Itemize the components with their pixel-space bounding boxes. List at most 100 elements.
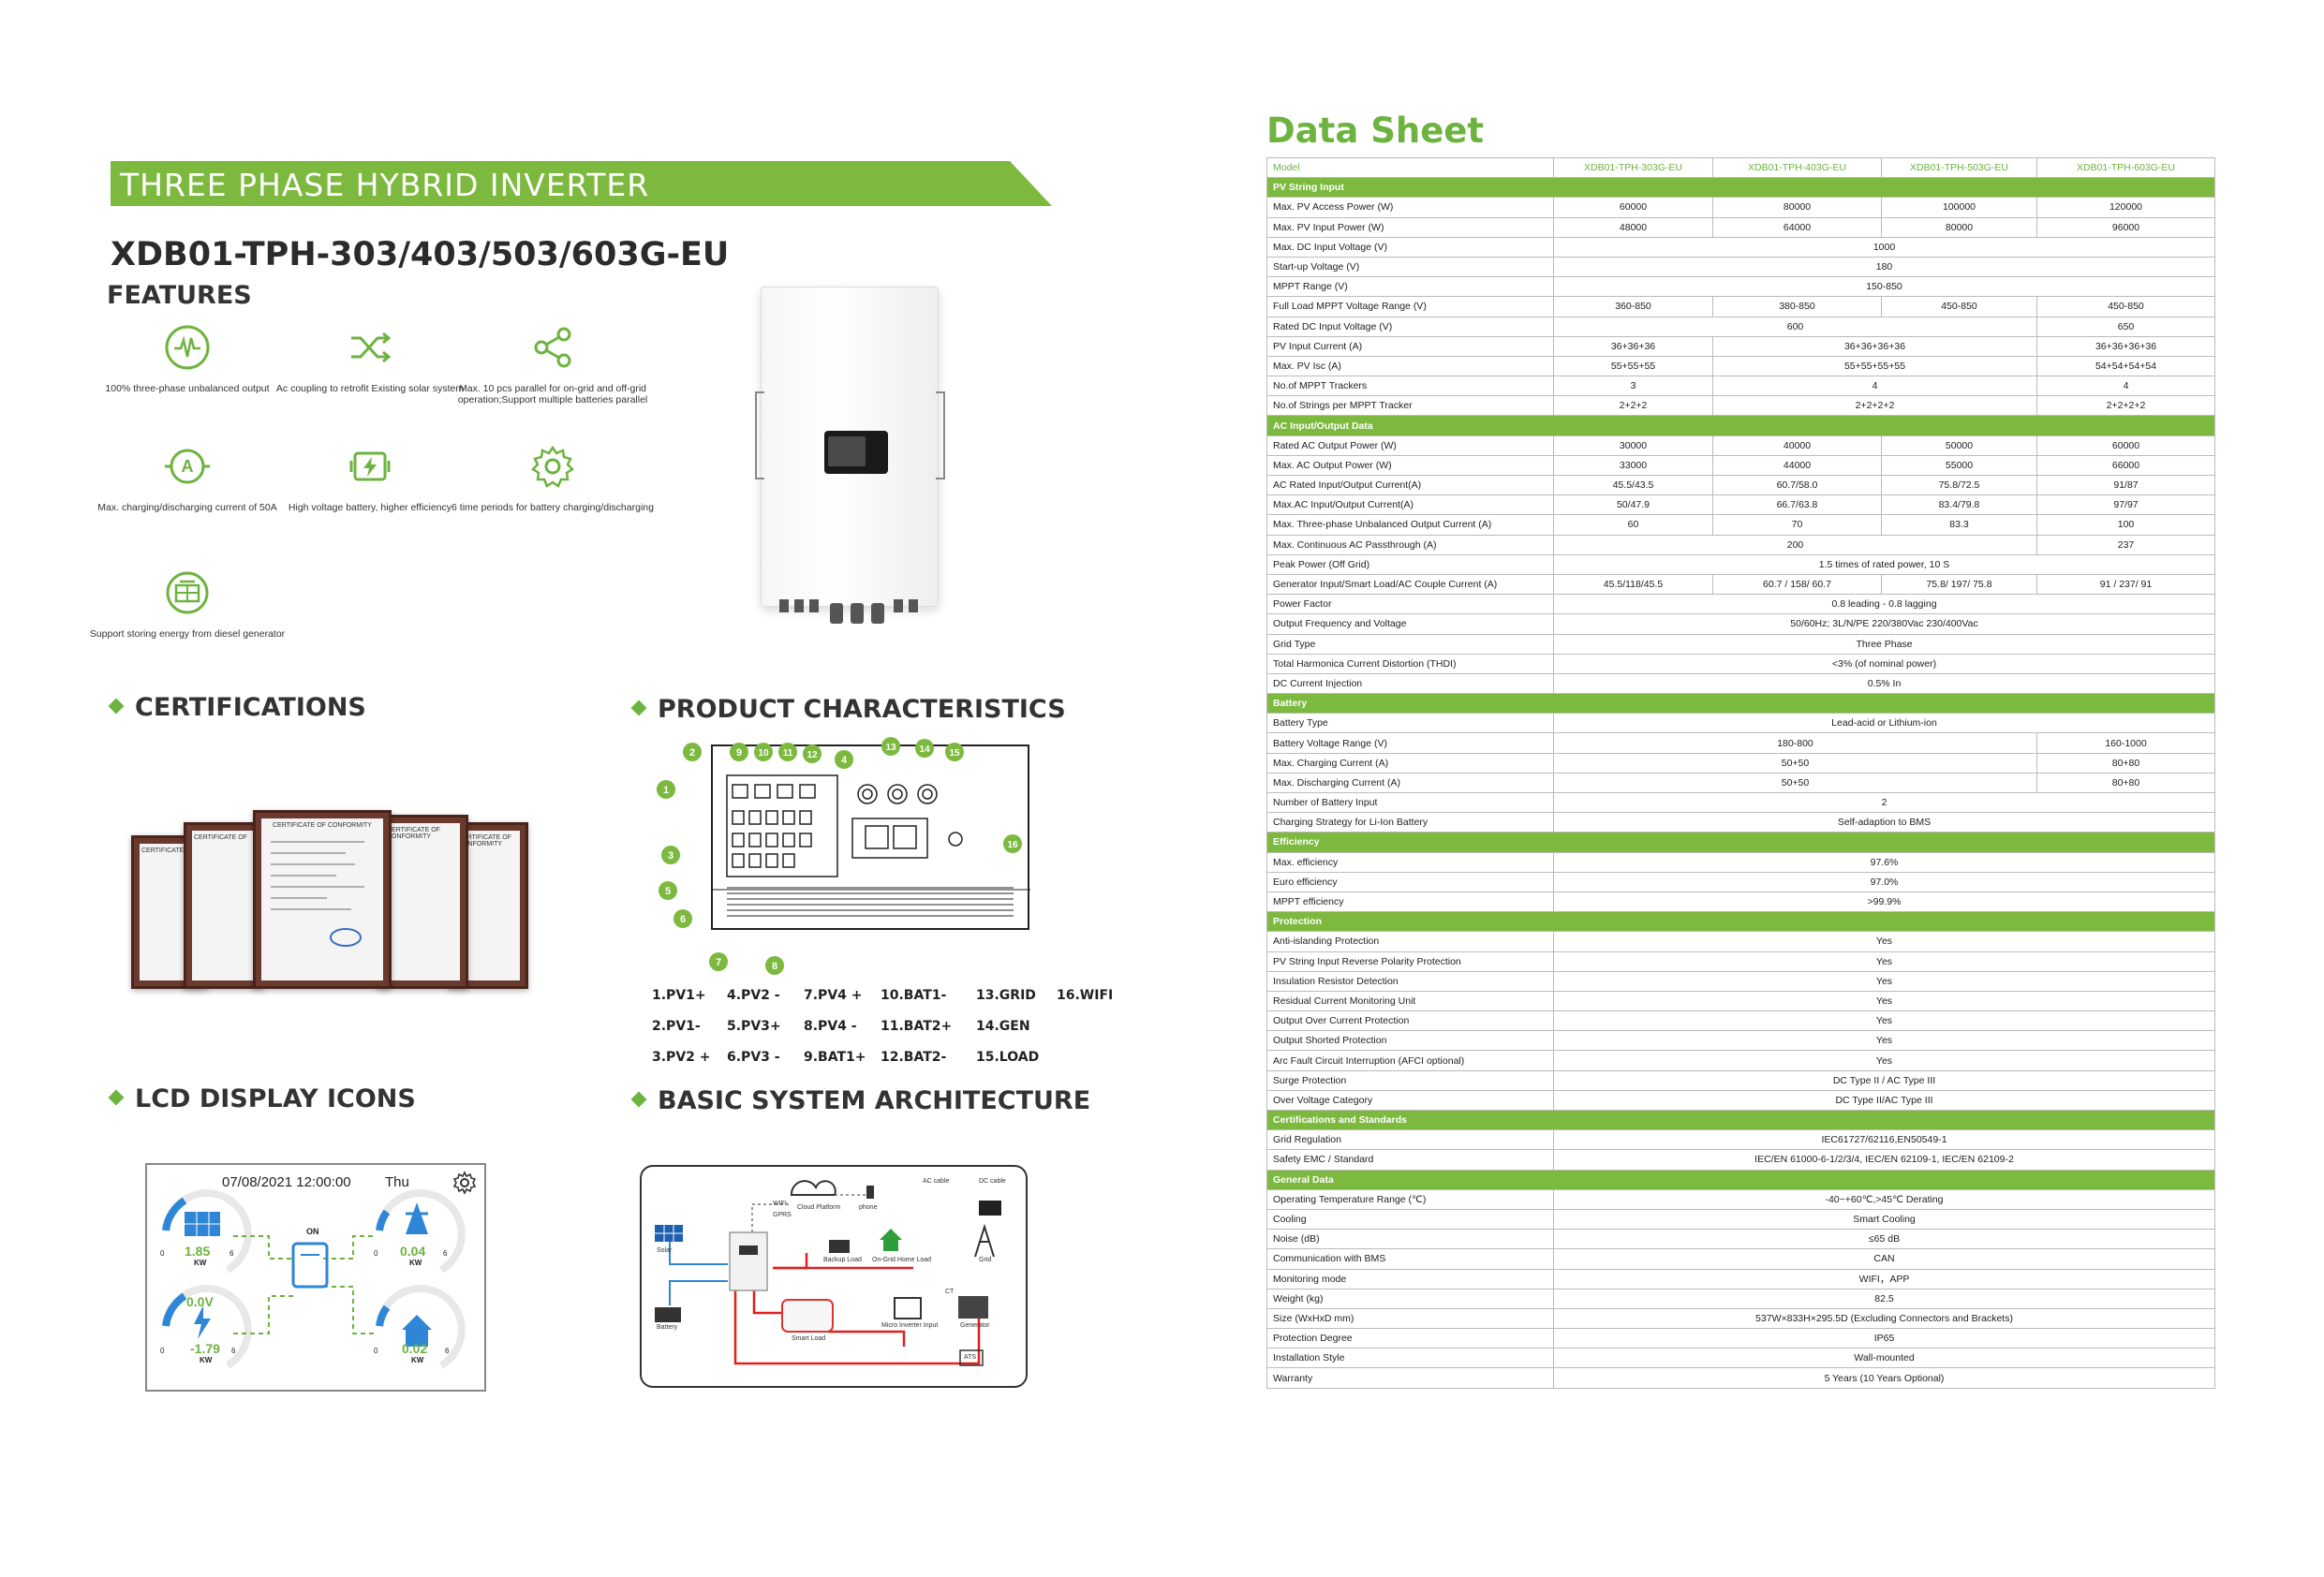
spec-value: Yes — [1553, 1050, 2215, 1071]
features-title: FEATURES — [107, 281, 252, 310]
port-label: 16.WIFI — [1057, 988, 1114, 1003]
feature-item: Support storing energy from diesel gener… — [84, 568, 290, 640]
spec-value: 30000 — [1553, 435, 1713, 456]
svg-text:A: A — [182, 457, 194, 476]
callout-badge: 6 — [673, 908, 693, 934]
spec-label: Max. PV Isc (A) — [1266, 355, 1554, 377]
inverter-connectors — [774, 599, 924, 627]
callout-badge: 7 — [708, 951, 729, 977]
spec-value: 180 — [1553, 256, 2215, 278]
spec-value: 55000 — [1881, 454, 2037, 477]
spec-value: Lead-acid or Lithium-ion — [1553, 713, 2215, 734]
spec-value: WIFI，APP — [1553, 1268, 2215, 1290]
datasheet-row: Max. Three-phase Unbalanced Output Curre… — [1266, 514, 2215, 536]
lcd-datetime: 07/08/2021 12:00:00 — [222, 1174, 351, 1190]
datasheet-row: Battery — [1266, 693, 2215, 715]
spec-label: Max. PV Access Power (W) — [1266, 197, 1554, 218]
port-label: 5.PV3+ — [727, 1019, 781, 1034]
datasheet-row: MPPT efficiency>99.9% — [1266, 891, 2215, 913]
spec-value: >99.9% — [1553, 891, 2215, 913]
phone-label: phone — [859, 1204, 878, 1211]
spec-label: Charging Strategy for Li-Ion Battery — [1266, 812, 1554, 833]
feature-label: Max. charging/discharging current of 50A — [97, 502, 277, 513]
pv-scale-min: 0 — [160, 1249, 165, 1258]
spec-value: 5 Years (10 Years Optional) — [1553, 1367, 2215, 1389]
spec-label: Max. Discharging Current (A) — [1266, 772, 1554, 794]
spec-label: Model — [1266, 156, 1554, 179]
datasheet-row: Generator Input/Smart Load/AC Couple Cur… — [1266, 573, 2215, 596]
spec-label: Max.AC Input/Output Current(A) — [1266, 494, 1554, 516]
spec-label: No.of MPPT Trackers — [1266, 376, 1554, 397]
spec-value: 80000 — [1712, 197, 1882, 218]
spec-label: Max. DC Input Voltage (V) — [1266, 236, 1554, 258]
certificate-heading: CERTIFICATE OF — [194, 834, 247, 841]
spec-value: 160-1000 — [2036, 732, 2215, 754]
gprs-label: GPRS — [773, 1212, 792, 1218]
spec-label: DC Current Injection — [1266, 672, 1554, 695]
feature-item: A Max. charging/discharging current of 5… — [84, 442, 290, 513]
spec-value: XDB01-TPH-603G-EU — [2036, 156, 2215, 179]
datasheet-row: Peak Power (Off Grid)1.5 times of rated … — [1266, 553, 2215, 575]
svg-text:1: 1 — [663, 785, 669, 796]
generator-icon — [166, 571, 209, 614]
callout-badge: 1 — [656, 779, 676, 804]
certifications-title: CERTIFICATIONS — [108, 693, 366, 722]
spec-label: Number of Battery Input — [1266, 791, 1554, 814]
spec-label: Full Load MPPT Voltage Range (V) — [1266, 296, 1554, 317]
spec-value: 0.5% In — [1553, 672, 2215, 695]
spec-label: Battery Voltage Range (V) — [1266, 732, 1554, 754]
spec-label: Grid Regulation — [1266, 1129, 1554, 1151]
datasheet-row: PV String Input — [1266, 177, 2215, 199]
spec-value: IEC61727/62116,EN50549-1 — [1553, 1129, 2215, 1151]
title-banner — [111, 161, 1052, 206]
spec-value: 0.8 leading - 0.8 lagging — [1553, 594, 2215, 615]
spec-label: Start-up Voltage (V) — [1266, 256, 1554, 278]
spec-value: 450-850 — [2036, 296, 2215, 317]
datasheet-row: Max. DC Input Voltage (V)1000 — [1266, 236, 2215, 258]
spec-label: Protection Degree — [1266, 1328, 1554, 1349]
spec-value: ≤65 dB — [1553, 1229, 2215, 1250]
inverter-screen — [828, 436, 866, 466]
datasheet-row: AC Input/Output Data — [1266, 415, 2215, 436]
feature-item: Ac coupling to retrofit Existing solar s… — [267, 323, 473, 394]
dc-cable-label: DC cable — [979, 1178, 1006, 1185]
spec-value: 33000 — [1553, 454, 1713, 477]
grid-power-value: 0.04 — [400, 1244, 426, 1259]
load-scale-max: 6 — [445, 1347, 450, 1355]
spec-label: Max. AC Output Power (W) — [1266, 454, 1554, 477]
gear-icon[interactable] — [452, 1171, 477, 1195]
datasheet-row: Operating Temperature Range (℃)-40~+60℃,… — [1266, 1188, 2215, 1210]
certificate-frame: CERTIFICATE OF CONFORMITY — [377, 815, 468, 989]
feature-item: 6 time periods for battery charging/disc… — [450, 442, 656, 513]
svg-text:8: 8 — [772, 961, 777, 972]
spec-value: 83.4/79.8 — [1881, 494, 2037, 516]
spec-value: 360-850 — [1553, 296, 1713, 317]
section-header: PV String Input — [1266, 177, 2215, 199]
callout-badge: 2 — [682, 742, 703, 767]
spec-value: 60 — [1553, 514, 1713, 536]
ats-label: ATS — [964, 1354, 977, 1361]
callout-badge: 9 — [729, 742, 749, 767]
section-header: Battery — [1266, 693, 2215, 715]
section-header: Protection — [1266, 911, 2215, 933]
spec-value: Yes — [1553, 990, 2215, 1012]
spec-label: Residual Current Monitoring Unit — [1266, 990, 1554, 1012]
load-scale-min: 0 — [374, 1347, 378, 1355]
spec-value: 60000 — [2036, 435, 2215, 456]
spec-value: 50000 — [1881, 435, 2037, 456]
